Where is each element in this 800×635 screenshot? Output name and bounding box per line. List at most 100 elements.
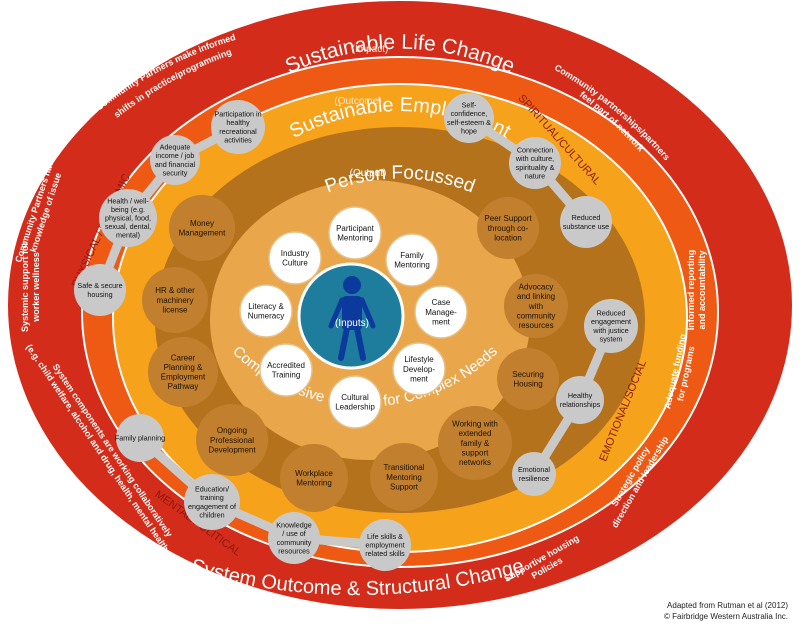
brown-node-text: family &	[461, 439, 490, 448]
white-bubble	[328, 206, 382, 260]
white-node-text: Culture	[282, 259, 308, 268]
grey-node-self-confidence-self-esteem-hope: Self-confidence,self-esteem &hope	[444, 93, 494, 143]
brown-node-text: networks	[459, 458, 491, 467]
brown-bubble	[148, 337, 218, 407]
grey-node-text: healthy	[226, 118, 250, 127]
credit-copyright: © Fairbridge Western Australia Inc.	[663, 612, 788, 621]
white-node-text: Industry	[281, 249, 309, 258]
white-node-text: Numeracy	[248, 312, 284, 321]
grey-node-text: employment	[365, 541, 404, 550]
label-informed-reporting-1: Informed reporting	[686, 250, 696, 331]
brown-bubble	[497, 348, 559, 410]
grey-node-text: Connection	[517, 146, 553, 155]
inputs-label: (Inputs)	[335, 318, 369, 329]
brown-node-text: Housing	[513, 380, 542, 389]
credit-block: Adapted from Rutman et al (2012) © Fairb…	[664, 600, 788, 622]
grey-node-health-well-being-e-g-physical-food-sexual-dental-mental: Health / well-being (e.g.physical, food,…	[99, 189, 157, 247]
output-label: (Output)	[350, 168, 387, 179]
person-icon	[328, 276, 376, 361]
brown-node-text: Advocacy	[519, 283, 554, 292]
grey-bubble	[268, 512, 320, 564]
grey-bubble	[359, 519, 411, 571]
grey-node-text: system	[600, 334, 623, 343]
brown-bubble	[370, 443, 438, 511]
white-bubble	[385, 233, 439, 287]
white-node-text: Case	[432, 298, 451, 307]
grey-node-text: nature	[525, 171, 545, 180]
grey-node-text: confidence,	[451, 109, 488, 118]
brown-node-text: license	[163, 305, 188, 314]
brown-node-text: Securing	[512, 370, 544, 379]
white-node-text: Mentoring	[337, 234, 373, 243]
grey-node-text: income / job	[156, 151, 195, 160]
grey-node-text: being (e.g.	[111, 205, 145, 214]
brown-node-text: Workplace	[295, 469, 333, 478]
grey-node-text: Life skills &	[367, 532, 403, 541]
brown-node-text: extended	[459, 429, 492, 438]
brown-bubble	[196, 404, 268, 476]
grey-node-text: Health / well-	[107, 196, 149, 205]
grey-node-text: Safe & secure	[77, 281, 122, 290]
grey-node-text: and financial	[155, 160, 196, 169]
white-node-text: Cultural	[341, 393, 369, 402]
brown-bubble	[169, 195, 235, 261]
brown-node-text: Money	[190, 219, 214, 228]
grey-bubble	[74, 264, 126, 316]
grey-bubble	[116, 414, 164, 462]
label-informed-reporting-2: and accountability	[697, 250, 707, 329]
grey-node-text: with culture,	[515, 154, 554, 163]
brown-node-text: and linking	[517, 292, 555, 301]
brown-node-text: machinery	[157, 296, 194, 305]
brown-node-text: location	[494, 233, 522, 242]
grey-node-text: Emotional	[518, 465, 550, 474]
grey-node-text: Participation in	[214, 110, 261, 119]
grey-bubble	[509, 137, 561, 189]
grey-node-family-planning: Family planning	[115, 414, 165, 462]
brown-bubble	[438, 406, 512, 480]
brown-node-text: Professional	[210, 436, 254, 445]
brown-node-text: with	[528, 302, 543, 311]
white-bubble	[268, 231, 322, 285]
grey-node-text: Adequate	[160, 143, 191, 152]
grey-node-text: Self-	[462, 101, 477, 110]
grey-bubble	[99, 189, 157, 247]
grey-node-text: mental)	[116, 231, 140, 240]
grey-bubble	[211, 100, 265, 154]
grey-node-text: self-esteem &	[447, 118, 491, 127]
white-node-text: Participant	[336, 224, 375, 233]
grey-node-text: resilience	[519, 474, 549, 483]
white-node-text: ment	[410, 374, 429, 383]
brown-node-text: through co-	[488, 224, 529, 233]
brown-bubble	[504, 274, 568, 338]
brown-node-text: Peer Support	[484, 214, 532, 223]
left-outcome-chain	[95, 122, 243, 295]
brown-node-text: community	[517, 311, 556, 320]
grey-node-text: sexual, dental,	[105, 222, 151, 231]
grey-node-text: spirituality &	[516, 163, 555, 172]
white-bubble	[392, 342, 446, 396]
white-node-text: Literacy &	[248, 302, 284, 311]
brown-node-text: Employment	[161, 373, 206, 382]
grey-bubble	[584, 299, 638, 353]
grey-node-text: resources	[278, 546, 310, 555]
label-systemic-support-2: worker wellness	[31, 252, 41, 323]
grey-node-text: recreational	[219, 127, 257, 136]
grey-bubble	[512, 452, 556, 496]
grey-node-text: Education/	[195, 485, 229, 494]
